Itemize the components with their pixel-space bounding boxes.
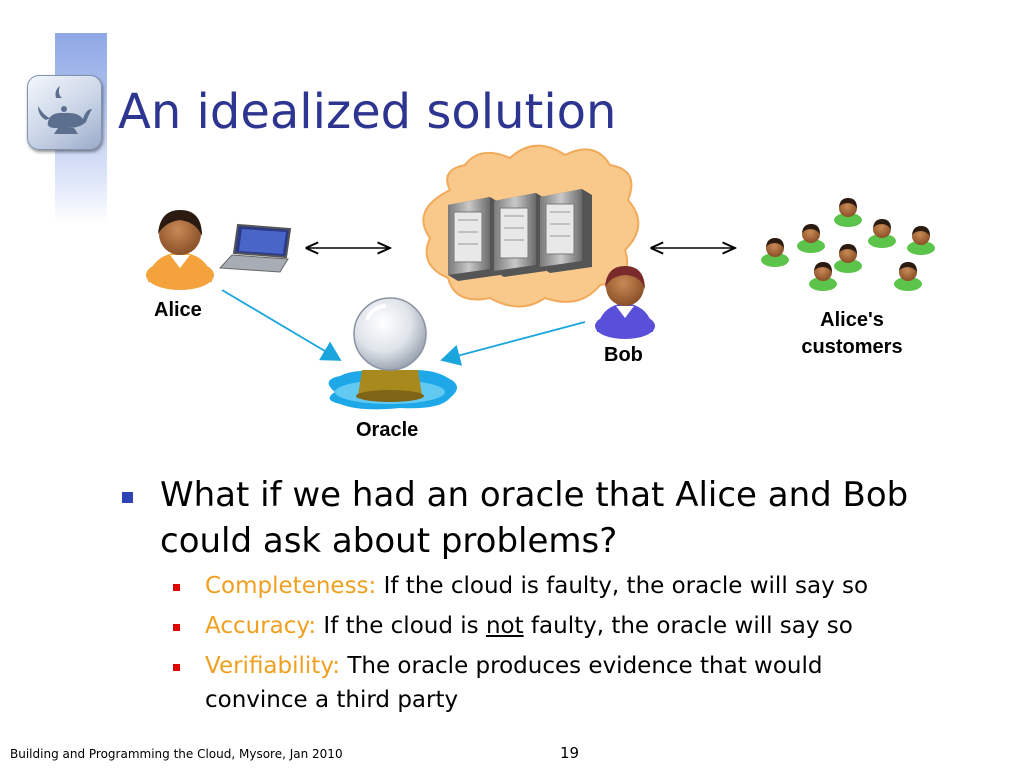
customers-label: Alice's customers <box>792 307 912 361</box>
diagram <box>146 144 935 410</box>
sub-bullet-text-tail: faulty, the oracle will say so <box>523 613 853 639</box>
sub-bullet-term: Accuracy: <box>205 613 317 639</box>
slide-title: An idealized solution <box>118 84 617 140</box>
crystal-ball-icon <box>328 297 458 410</box>
sub-bullet-term: Verifiability: <box>205 653 341 679</box>
sub-bullet-term: Completeness: <box>205 573 377 599</box>
laptop-icon <box>218 223 292 273</box>
sub-bullet-text: If the cloud is faulty, the oracle will … <box>376 573 869 599</box>
slide-footer: Building and Programming the Cloud, Myso… <box>10 747 343 761</box>
bullet-list: What if we had an oracle that Alice and … <box>122 472 982 723</box>
genie-lamp-icon <box>27 75 102 150</box>
customers-icon <box>761 198 935 291</box>
sub-bullet-emphasis: not <box>485 613 524 639</box>
person-icon <box>146 210 214 290</box>
main-bullet: What if we had an oracle that Alice and … <box>122 472 982 717</box>
alice-label: Alice <box>154 299 202 321</box>
customers-label-line1: Alice's <box>820 309 884 331</box>
main-bullet-text: What if we had an oracle that Alice and … <box>160 475 909 561</box>
bob-label: Bob <box>604 344 643 366</box>
server-rack-icon <box>448 189 592 281</box>
customers-label-line2: customers <box>801 336 903 358</box>
person-icon <box>595 266 655 339</box>
page-number: 19 <box>560 744 580 762</box>
sub-bullet-completeness: Completeness: If the cloud is faulty, th… <box>122 569 982 603</box>
sub-bullet-list: Completeness: If the cloud is faulty, th… <box>122 569 982 717</box>
sub-bullet-text: If the cloud is <box>316 613 486 639</box>
sub-bullet-accuracy: Accuracy: If the cloud is not faulty, th… <box>122 609 982 643</box>
sub-bullet-verifiability: Verifiability: The oracle produces evide… <box>122 649 982 717</box>
sub-bullet-text: The oracle produces evidence that would … <box>205 653 823 713</box>
oracle-label: Oracle <box>356 419 419 441</box>
